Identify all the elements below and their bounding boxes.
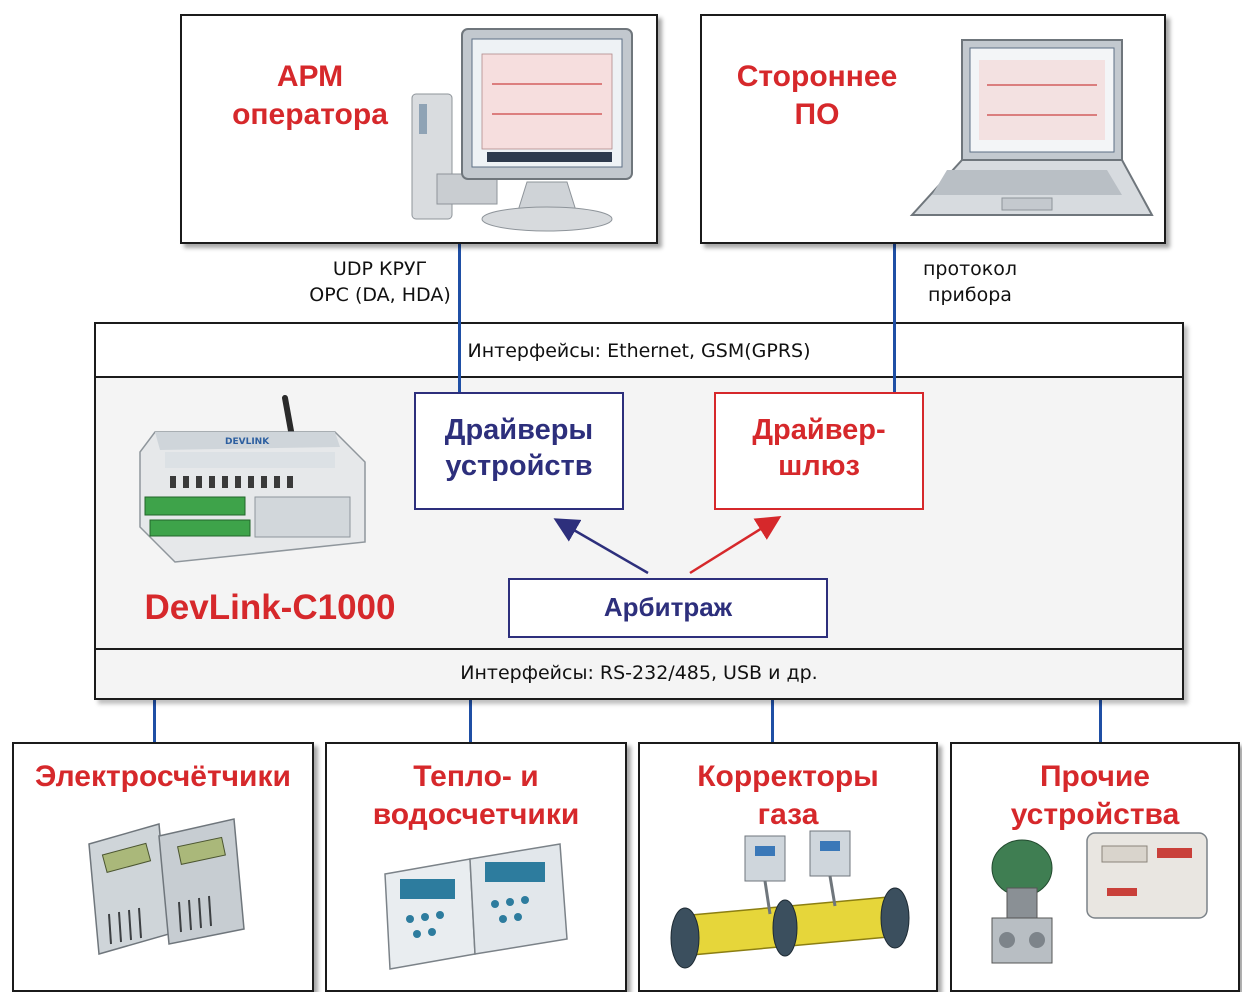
heat-water-meters-title: Тепло- и водосчетчики xyxy=(372,760,580,831)
device-name-label: DevLink-C1000 xyxy=(144,588,396,627)
device-box-other-devices: Прочие устройства xyxy=(950,742,1240,992)
third-party-link-line xyxy=(893,243,896,395)
device-link-line-4 xyxy=(1099,698,1102,742)
other-devices-title: Прочие устройства xyxy=(1010,760,1180,831)
device-box-gas-correctors: Корректоры газа xyxy=(638,742,938,992)
ethernet-interfaces-bar: Интерфейсы: Ethernet, GSM(GPRS) xyxy=(96,324,1182,378)
devlink-controller-icon: DEVLINK xyxy=(139,395,366,563)
electricity-meters-title: Электросчётчики xyxy=(35,760,291,793)
device-drivers-box: Драйверы устройств xyxy=(414,392,624,510)
third-party-protocol-caption: протокол прибора xyxy=(922,258,1018,306)
other-devices-icon xyxy=(991,832,1208,964)
electricity-meter-icon xyxy=(88,818,245,955)
device-box-heat-water-meters: Тепло- и водосчетчики xyxy=(325,742,627,992)
laptop-icon xyxy=(909,39,1154,216)
arbitration-box: Арбитраж xyxy=(508,578,828,638)
device-link-line-1 xyxy=(153,698,156,742)
serial-interfaces-label: Интерфейсы: RS-232/485, USB и др. xyxy=(460,662,818,684)
ethernet-interfaces-label: Интерфейсы: Ethernet, GSM(GPRS) xyxy=(467,340,811,362)
third-party-link-line-inner xyxy=(893,322,896,394)
arm-protocol-caption: UDP КРУГ OPC (DA, HDA) xyxy=(309,258,451,306)
third-party-title: Стороннее ПО xyxy=(736,60,898,131)
device-link-line-2 xyxy=(469,698,472,742)
gas-corrector-icon xyxy=(670,830,910,969)
arm-operator-title: АРМ оператора xyxy=(232,60,388,131)
arm-link-line-inner xyxy=(458,322,461,394)
device-link-line-3 xyxy=(771,698,774,742)
desktop-computer-icon xyxy=(411,28,633,232)
devlink-brand-label: DEVLINK xyxy=(225,437,270,447)
arm-operator-box: АРМ оператора xyxy=(180,14,658,244)
arm-link-line xyxy=(458,243,461,395)
serial-interfaces-bar: Интерфейсы: RS-232/485, USB и др. xyxy=(96,648,1182,698)
arbitration-label: Арбитраж xyxy=(603,592,733,622)
gas-correctors-title: Корректоры газа xyxy=(697,760,879,831)
gateway-driver-box: Драйвер- шлюз xyxy=(714,392,924,510)
device-box-electricity-meters: Электросчётчики xyxy=(12,742,314,992)
heat-meter-icon xyxy=(384,843,568,970)
third-party-software-box: Стороннее ПО xyxy=(700,14,1166,244)
